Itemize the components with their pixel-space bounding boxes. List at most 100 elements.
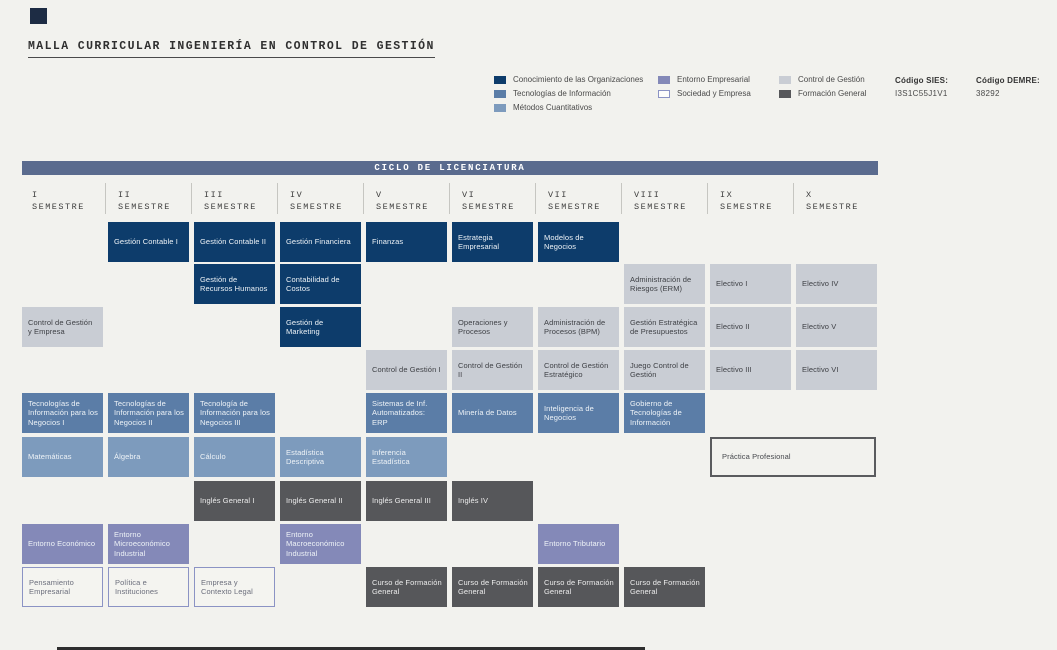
course-name: Administración de Riesgos (ERM) [630, 274, 692, 294]
column-divider [105, 183, 106, 214]
legend-item: Control de Gestión [779, 75, 866, 85]
course-box: Entorno Microeconómico Industrial [108, 524, 189, 564]
legend-swatch-fg-icon [779, 90, 791, 98]
course-name: Control de Gestión II [458, 360, 523, 380]
legend-swatch-ee-icon [658, 76, 670, 84]
course-box: Política e Instituciones [108, 567, 189, 607]
course-name: Electivo V [802, 322, 837, 332]
legend-swatch-mc-icon [494, 104, 506, 112]
course-name: Empresa y Contexto Legal [201, 577, 253, 597]
course-name: Contabilidad de Costos [286, 274, 340, 294]
course-box: Gobierno de Tecnologías de Información [624, 393, 705, 433]
course-name: Tecnologías de Información para los Nego… [28, 398, 98, 427]
course-name: Entorno Microeconómico Industrial [114, 529, 171, 558]
codigo-demre-value: 38292 [976, 89, 1000, 98]
course-box: Juego Control de Gestión [624, 350, 705, 390]
course-name: Inteligencia de Negocios [544, 403, 594, 423]
course-name: Juego Control de Gestión [630, 360, 689, 380]
course-box: Minería de Datos [452, 393, 533, 433]
course-name: Curso de Formación General [372, 577, 442, 597]
course-box: Electivo V [796, 307, 877, 347]
course-box: Administración de Riesgos (ERM) [624, 264, 705, 304]
legend-label: Control de Gestión [798, 75, 865, 84]
semester-header-9: IX SEMESTRE [720, 190, 773, 212]
column-divider [621, 183, 622, 214]
course-box: Inglés General I [194, 481, 275, 521]
course-name: Curso de Formación General [630, 577, 700, 597]
legend-swatch-org-icon [494, 76, 506, 84]
course-name: Finanzas [372, 237, 404, 247]
semester-header-2: II SEMESTRE [118, 190, 171, 212]
course-name: Práctica Profesional [722, 452, 791, 462]
course-box: Inferencia Estadística [366, 437, 447, 477]
course-box: Control de Gestión II [452, 350, 533, 390]
course-name: Entorno Macroeconómico Industrial [286, 529, 345, 558]
course-name: Control de Gestión I [372, 365, 441, 375]
course-name: Gestión de Recursos Humanos [200, 274, 268, 294]
course-name: Electivo VI [802, 365, 839, 375]
course-name: Pensamiento Empresarial [29, 577, 74, 597]
course-name: Tecnologías de Información para los Nego… [114, 398, 184, 427]
course-box: Entorno Macroeconómico Industrial [280, 524, 361, 564]
course-box: Finanzas [366, 222, 447, 262]
legend-swatch-ti-icon [494, 90, 506, 98]
column-divider [363, 183, 364, 214]
legend-label: Tecnologías de Información [513, 89, 611, 98]
course-name: Control de Gestión Estratégico [544, 360, 609, 380]
course-name: Electivo I [716, 279, 748, 289]
course-box: Control de Gestión y Empresa [22, 307, 103, 347]
column-divider [707, 183, 708, 214]
course-box: Control de Gestión Estratégico [538, 350, 619, 390]
legend-item: Conocimiento de las Organizaciones [494, 75, 643, 85]
course-box: Control de Gestión I [366, 350, 447, 390]
semester-header-7: VII SEMESTRE [548, 190, 601, 212]
course-box: Gestión Contable I [108, 222, 189, 262]
codigo-sies: Código SIES: I3S1C55J1V1 [895, 76, 948, 98]
semester-header-8: VIII SEMESTRE [634, 190, 687, 212]
legend-item: Entorno Empresarial [658, 75, 751, 85]
course-name: Modelos de Negocios [544, 232, 584, 252]
legend-item: Métodos Cuantitativos [494, 103, 643, 113]
column-divider [793, 183, 794, 214]
course-box: Contabilidad de Costos [280, 264, 361, 304]
codigo-demre: Código DEMRE: 38292 [976, 76, 1040, 98]
course-box: Cálculo [194, 437, 275, 477]
course-box: Entorno Económico [22, 524, 103, 564]
semester-header-3: III SEMESTRE [204, 190, 257, 212]
course-box: Electivo VI [796, 350, 877, 390]
course-name: Administración de Procesos (BPM) [544, 317, 606, 337]
codigo-sies-value: I3S1C55J1V1 [895, 89, 948, 98]
semester-header-4: IV SEMESTRE [290, 190, 343, 212]
course-name: Minería de Datos [458, 408, 517, 418]
semester-header-5: V SEMESTRE [376, 190, 429, 212]
course-box: Electivo I [710, 264, 791, 304]
course-box: Pensamiento Empresarial [22, 567, 103, 607]
cycle-banner: CICLO DE LICENCIATURA [22, 161, 878, 175]
course-box: Álgebra [108, 437, 189, 477]
course-box: Gestión de Recursos Humanos [194, 264, 275, 304]
course-box: Tecnologías de Información para los Nego… [22, 393, 103, 433]
course-name: Electivo IV [802, 279, 839, 289]
course-name: Estrategia Empresarial [458, 232, 500, 252]
legend-swatch-cg-icon [779, 76, 791, 84]
legend-item: Formación General [779, 89, 866, 99]
course-box: Tecnologías de Información para los Nego… [108, 393, 189, 433]
legend-swatch-se-icon [658, 90, 670, 98]
legend-label: Entorno Empresarial [677, 75, 750, 84]
course-box: Curso de Formación General [366, 567, 447, 607]
course-box: Modelos de Negocios [538, 222, 619, 262]
legend-label: Métodos Cuantitativos [513, 103, 593, 112]
course-name: Electivo III [716, 365, 752, 375]
course-name: Curso de Formación General [544, 577, 614, 597]
course-name: Matemáticas [28, 452, 72, 462]
course-box: Electivo II [710, 307, 791, 347]
course-name: Inferencia Estadística [372, 447, 410, 467]
course-name: Gestión Contable I [114, 237, 178, 247]
course-name: Álgebra [114, 452, 141, 462]
course-box: Inglés IV [452, 481, 533, 521]
course-name: Inglés IV [458, 496, 489, 506]
course-name: Estadística Descriptiva [286, 447, 325, 467]
course-box: Administración de Procesos (BPM) [538, 307, 619, 347]
course-name: Curso de Formación General [458, 577, 528, 597]
